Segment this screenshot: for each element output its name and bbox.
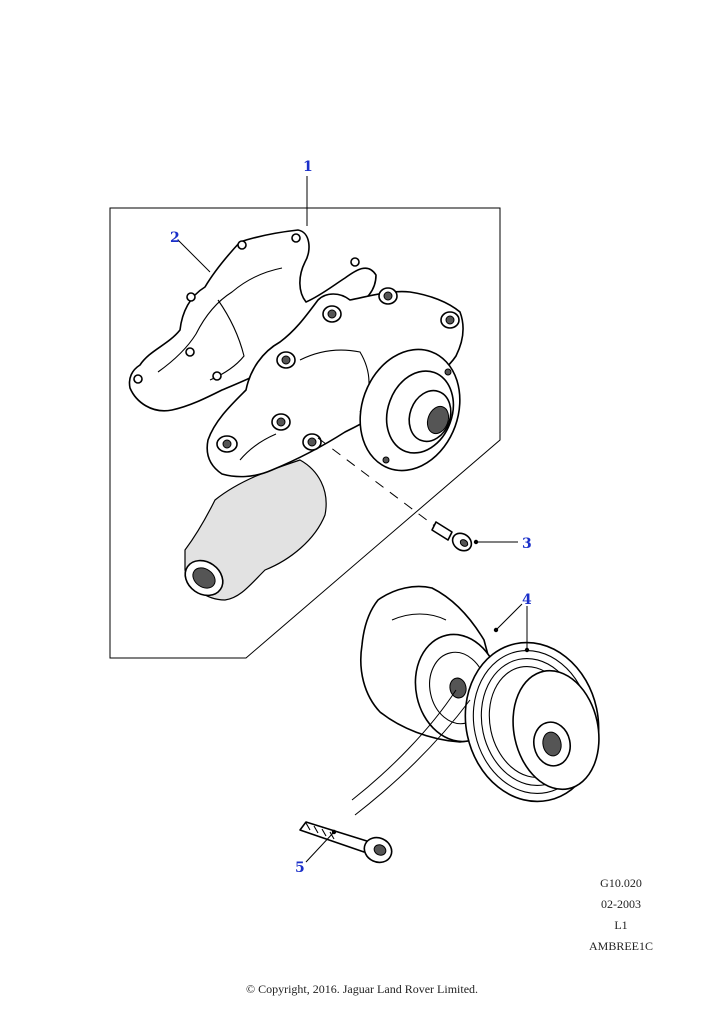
ref-id: AMBREE1C: [588, 939, 653, 953]
callout-5: 5: [295, 860, 305, 876]
callout-3: 3: [522, 536, 532, 552]
ref-level: L1: [614, 918, 628, 932]
ref-date: 02-2003: [601, 897, 641, 911]
flange-bolt-part[interactable]: [431, 521, 518, 554]
callout-1: 1: [303, 159, 313, 175]
pulley-bolt-part[interactable]: [299, 821, 396, 867]
gasket-part[interactable]: [128, 229, 377, 412]
water-pump-part[interactable]: [178, 208, 476, 603]
callout-4: 4: [522, 592, 532, 608]
ref-code: G10.020: [600, 876, 642, 890]
pulley-part[interactable]: [351, 585, 613, 816]
callout-2: 2: [170, 230, 180, 246]
copyright-notice: © Copyright, 2016. Jaguar Land Rover Lim…: [245, 982, 479, 996]
assembly-frame: [109, 176, 501, 659]
